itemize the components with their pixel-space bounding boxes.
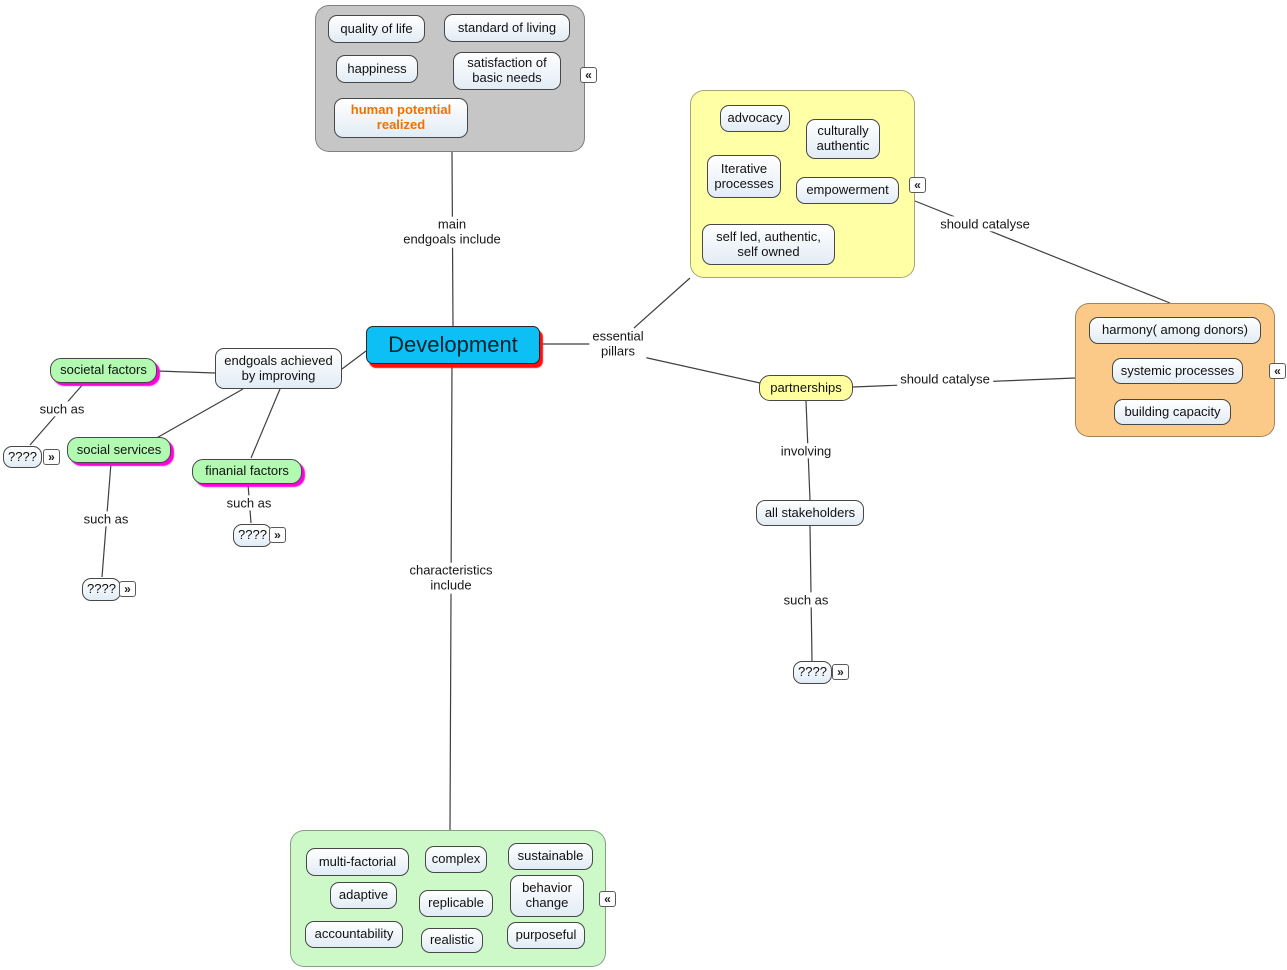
node-partnerships[interactable]: partnerships: [759, 375, 853, 401]
node-societal-factors[interactable]: societal factors: [50, 358, 157, 383]
expand-icon[interactable]: »: [269, 527, 286, 543]
node-unknown-social[interactable]: ????: [82, 578, 121, 601]
collapse-icon[interactable]: «: [909, 177, 926, 193]
node-self-led[interactable]: self led, authentic, self owned: [702, 224, 835, 265]
node-all-stakeholders[interactable]: all stakeholders: [756, 500, 864, 526]
node-purposeful[interactable]: purposeful: [507, 922, 585, 949]
node-accountability[interactable]: accountability: [305, 921, 403, 948]
node-behavior-change[interactable]: behavior change: [510, 875, 584, 917]
node-harmony-among-donors[interactable]: harmony( among donors): [1089, 317, 1261, 344]
node-satisfaction-basic-needs[interactable]: satisfaction of basic needs: [453, 52, 561, 90]
label-involving[interactable]: involving: [777, 443, 835, 459]
node-endgoals-achieved-by-improving[interactable]: endgoals achieved by improving: [215, 348, 342, 389]
node-systemic-processes[interactable]: systemic processes: [1112, 358, 1243, 384]
node-adaptive[interactable]: adaptive: [330, 882, 397, 909]
node-unknown-stakeholders[interactable]: ????: [793, 661, 832, 684]
label-characteristics-include[interactable]: characteristics include: [406, 562, 496, 594]
label-such-as-stakeholders[interactable]: such as: [780, 592, 832, 608]
node-advocacy[interactable]: advocacy: [720, 105, 790, 132]
node-social-services[interactable]: social services: [67, 437, 171, 463]
label-main-endgoals-include[interactable]: main endgoals include: [400, 216, 504, 248]
label-such-as-societal[interactable]: such as: [36, 401, 88, 417]
node-realistic[interactable]: realistic: [421, 928, 483, 953]
node-sustainable[interactable]: sustainable: [508, 843, 593, 870]
node-replicable[interactable]: replicable: [419, 890, 493, 917]
label-such-as-finanial[interactable]: such as: [223, 495, 275, 511]
expand-icon[interactable]: »: [832, 664, 849, 680]
node-culturally-authentic[interactable]: culturally authentic: [806, 119, 880, 159]
collapse-icon[interactable]: «: [1269, 363, 1286, 379]
node-unknown-societal[interactable]: ????: [3, 446, 42, 468]
node-building-capacity[interactable]: building capacity: [1114, 399, 1231, 425]
node-multi-factorial[interactable]: multi-factorial: [306, 848, 409, 876]
node-human-potential-realized[interactable]: human potential realized: [334, 98, 468, 138]
node-development[interactable]: Development: [366, 326, 540, 364]
label-should-catalyse-mid[interactable]: should catalyse: [897, 371, 993, 387]
node-quality-of-life[interactable]: quality of life: [328, 15, 425, 43]
node-iterative-processes[interactable]: Iterative processes: [707, 155, 781, 198]
label-such-as-social[interactable]: such as: [80, 511, 132, 527]
node-empowerment[interactable]: empowerment: [796, 177, 899, 204]
node-standard-of-living[interactable]: standard of living: [444, 14, 570, 42]
node-happiness[interactable]: happiness: [336, 55, 418, 83]
node-complex[interactable]: complex: [425, 846, 487, 873]
expand-icon[interactable]: »: [119, 581, 136, 597]
collapse-icon[interactable]: «: [599, 891, 616, 907]
node-finanial-factors[interactable]: finanial factors: [192, 459, 302, 484]
node-unknown-finanial[interactable]: ????: [233, 524, 272, 547]
expand-icon[interactable]: »: [43, 449, 60, 465]
label-should-catalyse-top[interactable]: should catalyse: [937, 216, 1033, 232]
label-essential-pillars[interactable]: essential pillars: [589, 328, 647, 360]
collapse-icon[interactable]: «: [580, 67, 597, 83]
